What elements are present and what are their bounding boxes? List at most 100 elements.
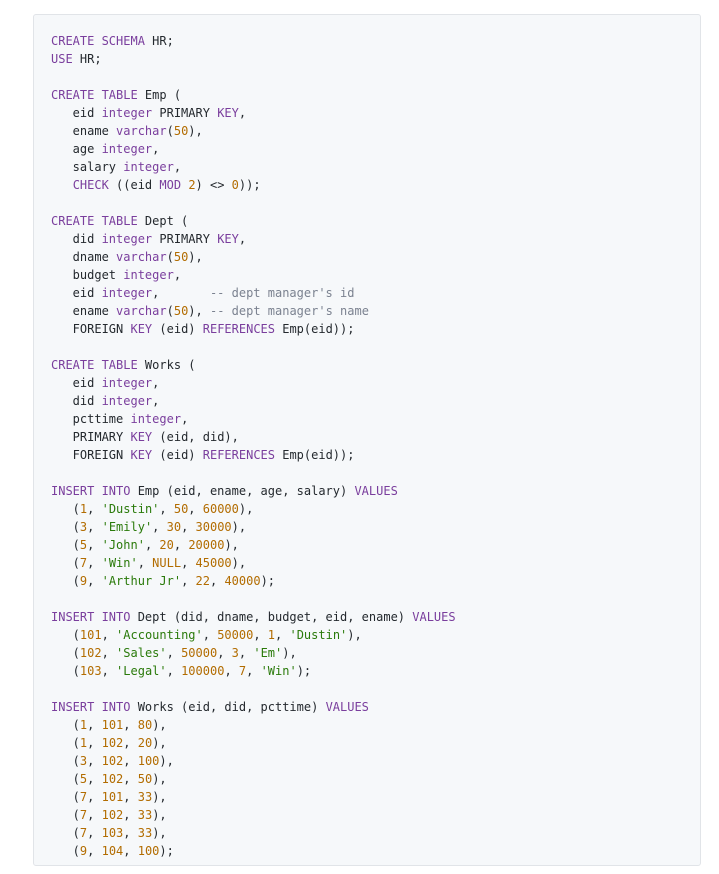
code-token: 101 <box>101 790 124 804</box>
code-token: ( <box>51 574 80 588</box>
code-line: (9, 104, 100); <box>51 842 700 860</box>
code-token: , <box>101 664 117 678</box>
code-token: ( <box>51 772 80 786</box>
code-token: ), <box>347 628 362 642</box>
code-token: ( <box>51 538 80 552</box>
code-token: Works (eid, did, pcttime) <box>130 700 326 714</box>
code-token: 30000 <box>195 520 232 534</box>
code-token: , <box>181 520 196 534</box>
code-token: 20000 <box>188 538 225 552</box>
code-token: KEY <box>130 322 153 336</box>
code-line <box>51 338 700 356</box>
code-token: , <box>137 556 153 570</box>
code-line: FOREIGN KEY (eid) REFERENCES Emp(eid)); <box>51 320 700 338</box>
code-token: integer <box>130 412 182 426</box>
code-token: 104 <box>101 844 124 858</box>
code-token: did <box>51 394 102 408</box>
code-line: pcttime integer, <box>51 410 700 428</box>
code-token: (eid, did), <box>152 430 239 444</box>
code-line: (3, 'Emily', 30, 30000), <box>51 518 700 536</box>
code-token: , <box>87 520 102 534</box>
code-token: 'Dustin' <box>289 628 348 642</box>
code-token: 20 <box>137 736 153 750</box>
code-token: , <box>123 790 138 804</box>
code-token: ), <box>152 790 167 804</box>
code-token: age <box>51 142 102 156</box>
code-line: (7, 'Win', NULL, 45000), <box>51 554 700 572</box>
code-token: , <box>144 538 160 552</box>
code-token: , <box>238 232 247 246</box>
code-token: , <box>181 412 189 426</box>
code-token: HR; <box>144 34 174 48</box>
code-token: ename <box>51 304 117 318</box>
code-token: 1 <box>79 502 88 516</box>
code-token: , <box>253 628 268 642</box>
code-token: , <box>87 772 102 786</box>
code-token: PRIMARY <box>152 106 218 120</box>
code-token: , <box>101 646 117 660</box>
code-token: 33 <box>137 808 153 822</box>
code-token: 2 <box>188 178 196 192</box>
code-token: , <box>123 736 138 750</box>
code-token: 102 <box>79 646 102 660</box>
code-token: ), <box>238 502 254 516</box>
code-token: , <box>87 808 102 822</box>
code-line <box>51 194 700 212</box>
code-token: ( <box>51 826 80 840</box>
code-token: ( <box>51 502 80 516</box>
code-token: integer <box>123 268 174 282</box>
code-token: eid <box>51 376 102 390</box>
code-token: MOD <box>159 178 182 192</box>
code-token: 9 <box>79 574 88 588</box>
code-token: , <box>87 556 102 570</box>
code-token: ( <box>51 628 80 642</box>
code-token: , <box>166 646 182 660</box>
code-token: 50 <box>173 304 189 318</box>
code-line: FOREIGN KEY (eid) REFERENCES Emp(eid)); <box>51 446 700 464</box>
code-token: , <box>166 664 182 678</box>
code-token: 'Arthur Jr' <box>101 574 182 588</box>
code-token: ( <box>51 844 80 858</box>
code-token: salary <box>51 160 124 174</box>
code-token: did <box>51 232 102 246</box>
code-token: , <box>159 502 174 516</box>
code-token: 45000 <box>195 556 232 570</box>
code-token: USE <box>51 52 73 66</box>
code-token: ), <box>282 646 297 660</box>
code-token: , <box>152 520 167 534</box>
code-token: budget <box>51 268 124 282</box>
code-token: ( <box>51 520 80 534</box>
code-token: 'Legal' <box>116 664 167 678</box>
code-token: , <box>87 574 102 588</box>
code-token: ), <box>152 826 167 840</box>
code-token: INSERT INTO <box>51 610 131 624</box>
code-token: ( <box>166 124 174 138</box>
code-token: 100 <box>137 844 160 858</box>
code-token: FOREIGN <box>51 448 131 462</box>
code-token: , <box>123 754 138 768</box>
code-token: ), <box>231 556 247 570</box>
code-token: 60000 <box>202 502 239 516</box>
code-line: (7, 102, 33), <box>51 806 700 824</box>
code-token: 'Dustin' <box>101 502 160 516</box>
code-line: eid integer, -- dept manager's id <box>51 284 700 302</box>
code-token: FOREIGN <box>51 322 131 336</box>
code-token: ( <box>51 646 80 660</box>
code-token: varchar <box>116 124 167 138</box>
code-line <box>51 590 700 608</box>
code-token: (eid) <box>152 448 203 462</box>
code-token: , <box>87 754 102 768</box>
code-token: Dept (did, dname, budget, eid, ename) <box>130 610 413 624</box>
code-line: CREATE SCHEMA HR; <box>51 32 700 50</box>
code-token: 30 <box>166 520 182 534</box>
code-line: (9, 'Arthur Jr', 22, 40000); <box>51 572 700 590</box>
code-token: , <box>173 268 182 282</box>
code-token: 103 <box>79 664 102 678</box>
code-token: KEY <box>217 106 239 120</box>
code-token: , <box>152 142 160 156</box>
code-token: ), <box>188 250 203 264</box>
code-token: 7 <box>79 826 88 840</box>
code-token: , <box>123 808 138 822</box>
code-token: integer <box>101 394 153 408</box>
code-token: , <box>87 736 102 750</box>
